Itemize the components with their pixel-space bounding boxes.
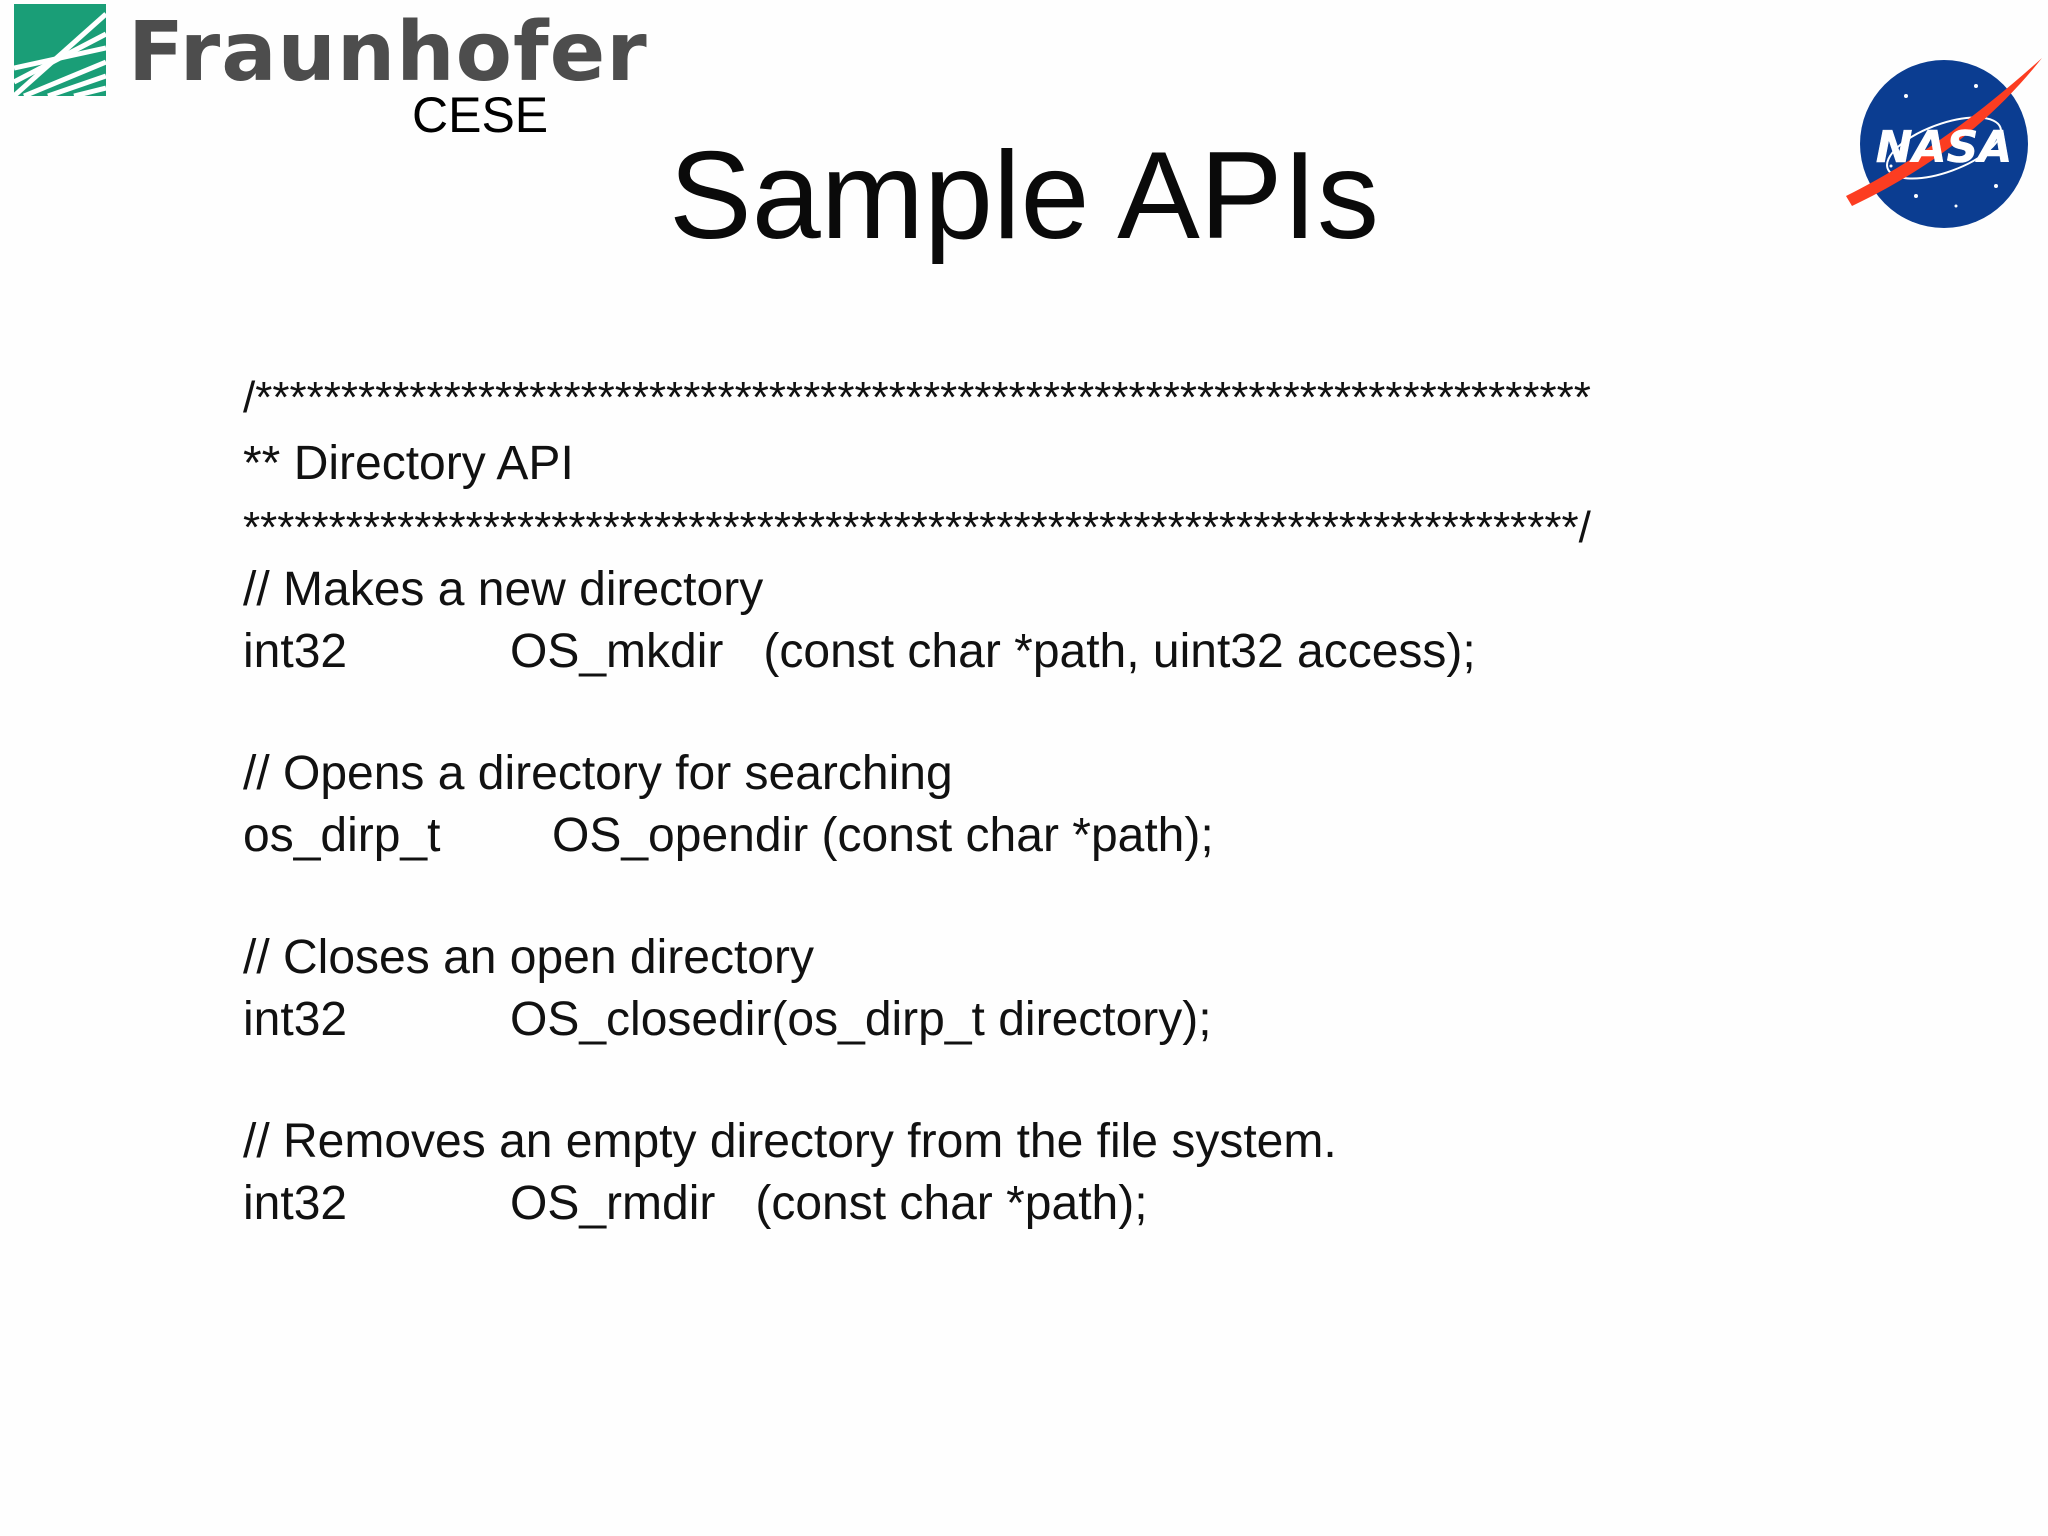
api-function: OS_mkdir (const char *path, uint32 acces… <box>510 625 1476 678</box>
nasa-logo-icon: NASA <box>1846 58 2042 228</box>
fraunhofer-wordmark: Fraunhofer <box>128 5 648 100</box>
api-function: OS_rmdir (const char *path); <box>510 1177 1148 1230</box>
api-function: OS_closedir(os_dirp_t directory); <box>510 993 1212 1046</box>
api-comment-mkdir: // Makes a new directory <box>243 563 764 616</box>
api-comment-rmdir: // Removes an empty directory from the f… <box>243 1115 1337 1168</box>
api-return-type: int32 <box>243 1177 348 1230</box>
api-return-type: int32 <box>243 625 348 678</box>
fraunhofer-logo-icon <box>14 4 106 96</box>
api-return-type: int32 <box>243 993 348 1046</box>
fraunhofer-subtitle: CESE <box>412 87 549 143</box>
comment-banner-label: ** Directory API <box>243 437 574 490</box>
api-return-type: os_dirp_t <box>243 809 441 862</box>
api-function: OS_opendir (const char *path); <box>552 809 1214 862</box>
api-comment-closedir: // Closes an open directory <box>243 931 814 984</box>
comment-banner-open: /***************************************… <box>243 373 1591 422</box>
slide-title: Sample APIs <box>0 127 2048 265</box>
comment-banner-close: ****************************************… <box>243 503 1591 552</box>
api-comment-opendir: // Opens a directory for searching <box>243 747 953 800</box>
slide-title-text: Sample APIs <box>669 127 1379 265</box>
nasa-logo-text: NASA <box>1876 122 2013 173</box>
